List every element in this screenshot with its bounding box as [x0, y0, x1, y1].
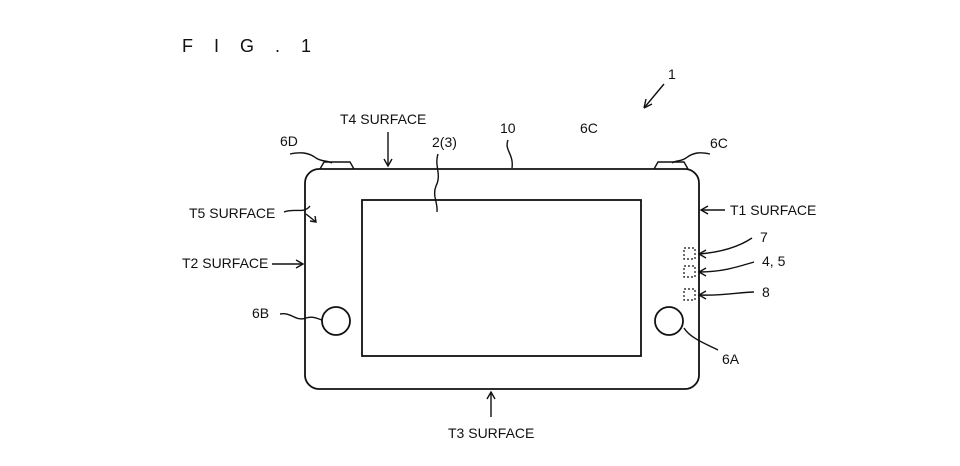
t2-surface-label: T2 SURFACE: [182, 255, 268, 271]
display-label: 2(3): [432, 134, 457, 150]
t1-surface-label: T1 SURFACE: [730, 202, 816, 218]
component-8-label: 8: [762, 284, 770, 300]
component-4-5-label: 4, 5: [762, 253, 786, 269]
housing-edge-label: 10: [500, 120, 516, 136]
button-6d-leader: [289, 152, 333, 164]
device-housing: [304, 168, 700, 390]
component-8-arrow: [697, 290, 755, 300]
button-6a-leader: [683, 327, 719, 351]
display-leader: [433, 153, 439, 213]
button-6c-label: 6C: [710, 135, 728, 151]
component-7-arrow: [697, 237, 753, 259]
t5-surface-arrow: [283, 205, 317, 223]
button-6d-shape: [319, 161, 355, 170]
button-6c-leader: [671, 152, 711, 164]
t3-surface-label: T3 SURFACE: [448, 425, 534, 441]
component-4-5-box: [683, 265, 696, 278]
device-reference-arrow: [643, 83, 665, 109]
t4-surface-arrow: [383, 132, 393, 168]
t4-surface-label: T4 SURFACE: [340, 111, 426, 127]
button-6b-label: 6B: [252, 305, 269, 321]
figure-title: F I G . 1: [182, 36, 319, 56]
display-screen: [361, 199, 642, 357]
t1-surface-arrow: [699, 205, 725, 215]
component-7-box: [683, 247, 696, 260]
component-8-box: [683, 288, 696, 301]
component-4-5-arrow: [697, 261, 755, 277]
device-reference-label: 1: [668, 66, 676, 82]
button-6b-leader: [279, 313, 323, 321]
button-6b-shape: [321, 306, 351, 336]
t5-surface-label: T5 SURFACE: [189, 205, 275, 221]
button-6a-shape: [654, 306, 684, 336]
button-6c-shape: [653, 161, 689, 170]
housing-edge-leader: [506, 139, 513, 169]
button-6d-label: 6D: [280, 133, 298, 149]
t2-surface-arrow: [272, 259, 305, 269]
component-7-label: 7: [760, 229, 768, 245]
button-6a-label: 6A: [722, 351, 740, 367]
button-6c-top-label: 6C: [580, 120, 598, 136]
t3-surface-arrow: [486, 390, 496, 417]
